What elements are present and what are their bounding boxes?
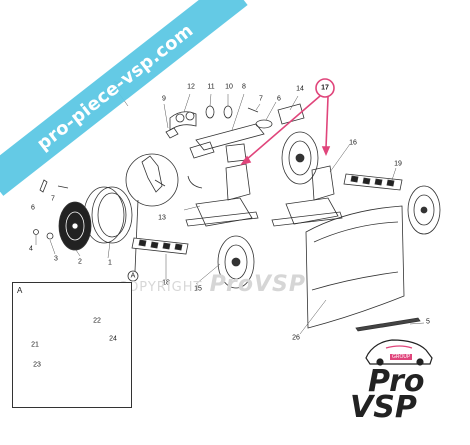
seat-part-16 bbox=[271, 165, 343, 227]
callout-2: 2 bbox=[78, 258, 82, 266]
bracket-part-9 bbox=[165, 127, 179, 139]
callout-10: 10 bbox=[225, 83, 233, 91]
screw-part-7 bbox=[247, 107, 259, 113]
detail-circle-A bbox=[125, 153, 179, 282]
callout-8: 8 bbox=[242, 83, 246, 91]
valve-part-6 bbox=[39, 179, 48, 193]
callout-6-top: 6 bbox=[277, 95, 281, 103]
dashboard-part-8 bbox=[195, 123, 265, 151]
checkered-stripe-18 bbox=[131, 237, 189, 255]
callout-19: 19 bbox=[394, 160, 402, 168]
inset-label: A bbox=[17, 286, 23, 295]
callout-17: 17 bbox=[321, 84, 329, 92]
hoop-part bbox=[187, 175, 203, 189]
rim-part-2 bbox=[58, 201, 92, 251]
callout-14: 14 bbox=[296, 85, 304, 93]
wheel-part-right bbox=[407, 185, 441, 235]
provsp-logo: GROUP Pro VSP bbox=[350, 320, 450, 430]
callout-A-circle: A bbox=[130, 272, 136, 280]
inset-detail-A: A 22 21 23 24 bbox=[12, 282, 132, 408]
logo-line-1: Pro bbox=[368, 364, 425, 399]
gauge-cluster-part-12 bbox=[169, 111, 197, 131]
callout-16: 16 bbox=[349, 139, 357, 147]
nut-part-3 bbox=[46, 232, 54, 240]
callout-3: 3 bbox=[54, 255, 58, 263]
callout-24: 24 bbox=[109, 335, 117, 343]
tire-part-1 bbox=[83, 186, 133, 244]
checkered-stripe-19 bbox=[343, 173, 403, 191]
clip-part-7 bbox=[57, 185, 69, 189]
trim-strip-part-5 bbox=[355, 317, 421, 332]
callout-22: 22 bbox=[93, 317, 101, 325]
callout-21: 21 bbox=[31, 341, 39, 349]
wheel-part-behind-seats bbox=[281, 131, 319, 185]
copyright-text: COPYRIGHT bbox=[118, 280, 203, 295]
logo-group-text: GROUP bbox=[390, 354, 413, 360]
ring-part-10 bbox=[223, 105, 233, 119]
ring-part-11 bbox=[205, 105, 215, 119]
callout-1: 1 bbox=[108, 259, 112, 267]
copyright-watermark: COPYRIGHT ProVSP bbox=[118, 272, 306, 297]
callout-4: 4 bbox=[29, 245, 33, 253]
callout-18: 18 bbox=[162, 279, 170, 287]
callout-11: 11 bbox=[207, 83, 215, 91]
display-part bbox=[225, 143, 247, 163]
callout-7-left: 7 bbox=[51, 195, 55, 203]
seal-part-6 bbox=[255, 119, 273, 129]
callout-26: 26 bbox=[292, 334, 300, 342]
copyright-brand: ProVSP bbox=[209, 272, 307, 297]
logo-line-2: VSP bbox=[350, 390, 417, 425]
bolt-part-4 bbox=[33, 229, 39, 235]
callout-6-left: 6 bbox=[31, 204, 35, 212]
callout-23: 23 bbox=[33, 361, 41, 369]
cover-part-14 bbox=[277, 103, 305, 125]
callout-5: 5 bbox=[426, 318, 430, 326]
highlight-arrows-17 bbox=[240, 78, 335, 166]
wheel-part-15 bbox=[217, 235, 255, 289]
callout-12: 12 bbox=[187, 83, 195, 91]
seat-part-13 bbox=[185, 163, 259, 227]
panel-part-26 bbox=[305, 205, 405, 329]
callout-9: 9 bbox=[162, 95, 166, 103]
callout-13: 13 bbox=[158, 214, 166, 222]
callout-15: 15 bbox=[194, 285, 202, 293]
callout-7-top: 7 bbox=[259, 95, 263, 103]
logo-car-icon bbox=[365, 339, 433, 366]
